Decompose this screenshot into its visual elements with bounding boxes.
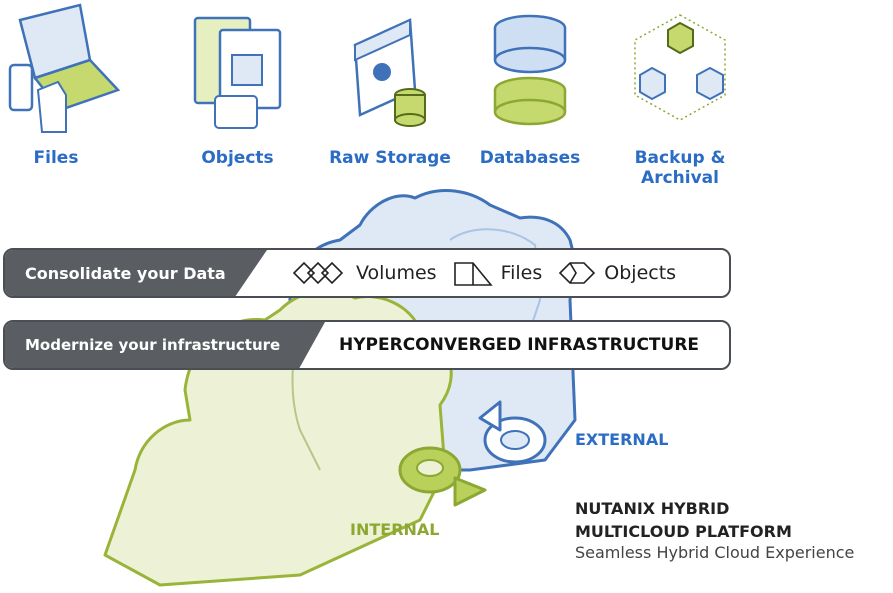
files-item: Files: [453, 259, 543, 287]
files-icon: [453, 262, 493, 286]
volumes-icon: [292, 261, 344, 285]
consolidate-label: Consolidate your Data: [5, 250, 267, 296]
icon-label-backup: Backup & Archival: [634, 148, 726, 188]
modernize-label: Modernize your infrastructure: [5, 322, 325, 368]
laptop-files-icon: [8, 3, 121, 133]
consolidate-bar: Consolidate your Data Volumes Files Obje…: [3, 248, 731, 298]
consolidate-items: Volumes Files Objects: [292, 250, 692, 296]
blue-cloud-inner: [449, 228, 542, 331]
hci-value: HYPERCONVERGED INFRASTRUCTURE: [339, 335, 700, 355]
icon-label-raw-storage: Raw Storage: [329, 148, 451, 168]
window-objects-icon: [193, 16, 282, 129]
internal-label: INTERNAL: [350, 520, 440, 539]
platform-subtitle: Seamless Hybrid Cloud Experience: [575, 543, 855, 562]
external-arrow-icon: [478, 400, 547, 464]
top-icons-svg: [8, 3, 726, 133]
database-icon: [493, 14, 567, 126]
icon-label-databases: Databases: [479, 148, 581, 168]
backup-cubes-icon: [634, 14, 726, 121]
internal-arrow-icon: [398, 446, 487, 507]
files-label: Files: [500, 262, 543, 284]
platform-title: NUTANIX HYBRID MULTICLOUD PLATFORM: [575, 497, 792, 543]
external-label: EXTERNAL: [575, 430, 669, 449]
volumes-item: Volumes: [292, 261, 437, 285]
volumes-label: Volumes: [356, 262, 437, 284]
raw-storage-icon: [353, 18, 426, 127]
objects-label: Objects: [604, 262, 677, 284]
icon-label-objects: Objects: [201, 148, 274, 168]
platform-title-line2: MULTICLOUD PLATFORM: [575, 522, 792, 541]
platform-title-line1: NUTANIX HYBRID: [575, 499, 730, 518]
modernize-bar: Modernize your infrastructure HYPERCONVE…: [3, 320, 731, 370]
objects-icon: [559, 262, 596, 284]
icon-label-files: Files: [33, 148, 79, 168]
objects-item: Objects: [558, 260, 676, 286]
